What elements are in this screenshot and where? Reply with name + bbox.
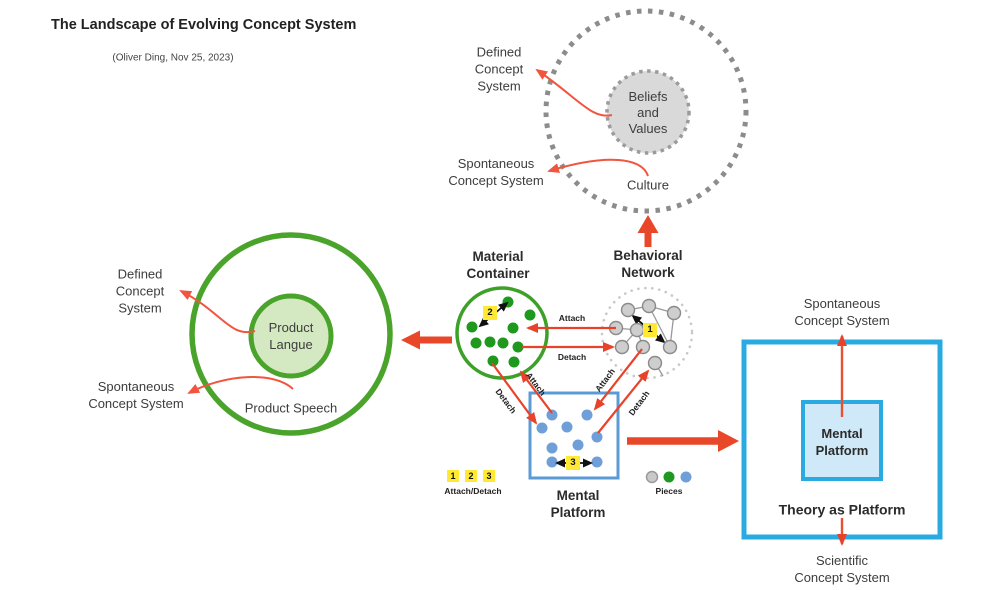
material-container-label: Material Container [466, 249, 530, 281]
product-system [179, 232, 393, 436]
page-byline: (Oliver Ding, Nov 25, 2023) [112, 52, 234, 64]
attach-detach-arrows [491, 323, 650, 434]
product-langue-label: Product Langue [268, 320, 314, 352]
pieces-legend-dots [645, 470, 692, 484]
detach-diagonal-right-arrow [597, 369, 650, 434]
material-container-figure [455, 286, 549, 380]
product-outer-circle [189, 232, 393, 436]
badge-2: 2 [483, 306, 497, 320]
badge-3: 3 [566, 456, 580, 470]
detach-diagonal-left-arrow [491, 362, 538, 425]
product-spontaneous-concept-label: Spontaneous Concept System [88, 379, 184, 411]
page-title: The Landscape of Evolving Concept System [51, 17, 357, 33]
attach-diagonal-left-arrow [519, 370, 553, 414]
defined-concept-curve-arrow [535, 68, 613, 117]
legend-attach-detach-label: Attach/Detach [444, 486, 502, 496]
culture-defined-concept-label: Defined Concept System [474, 44, 524, 94]
culture-outer-dashed-circle [543, 8, 749, 214]
network-to-culture-arrowhead [637, 215, 659, 233]
theory-as-platform-figure [741, 334, 943, 546]
platform-to-theory-arrowhead [718, 430, 739, 452]
culture-spontaneous-concept-label: Spontaneous Concept System [448, 156, 544, 188]
legend-badge-3: 3 [483, 470, 495, 482]
culture-label: Culture [627, 177, 669, 193]
culture-system [535, 8, 749, 214]
detach-horizontal-label: Detach [557, 352, 587, 362]
attach-diagonal-right-arrow [593, 348, 643, 411]
theory-mental-platform-label: Mental Platform [815, 426, 869, 458]
green-piece-dot [663, 471, 675, 483]
legend-badge-2: 2 [465, 470, 477, 482]
big-arrows [401, 215, 739, 452]
mental-platform-label: Mental Platform [550, 488, 606, 520]
attach-horizontal-label: Attach [558, 313, 586, 323]
blue-piece-dot [680, 471, 692, 483]
legend-pieces-label: Pieces [655, 486, 683, 496]
badge-1: 1 [643, 323, 657, 337]
beliefs-values-circle [605, 69, 691, 155]
product-speech-label: Product Speech [244, 400, 338, 416]
network-nodes [608, 298, 682, 371]
spontaneous-concept-curve-arrow [187, 376, 294, 394]
gray-piece-dot [645, 470, 659, 484]
defined-concept-curve-arrow [179, 290, 256, 334]
beliefs-and-values-label: Beliefs and Values [628, 89, 668, 136]
material-container-circle [455, 286, 549, 380]
theory-spontaneous-concept-label: Spontaneous Concept System [794, 296, 890, 328]
legend-badge-1: 1 [447, 470, 459, 482]
material-pieces [466, 296, 536, 368]
theory-scientific-concept-label: Scientific Concept System [794, 553, 890, 585]
product-defined-concept-label: Defined Concept System [115, 266, 165, 316]
theory-as-platform-label: Theory as Platform [778, 501, 906, 518]
spontaneous-concept-curve-arrow [547, 158, 649, 177]
behavioral-network-label: Behavioral Network [613, 248, 683, 280]
product-langue-circle [248, 293, 334, 379]
container-to-product-arrowhead [401, 330, 420, 350]
mental-pieces [536, 409, 603, 468]
